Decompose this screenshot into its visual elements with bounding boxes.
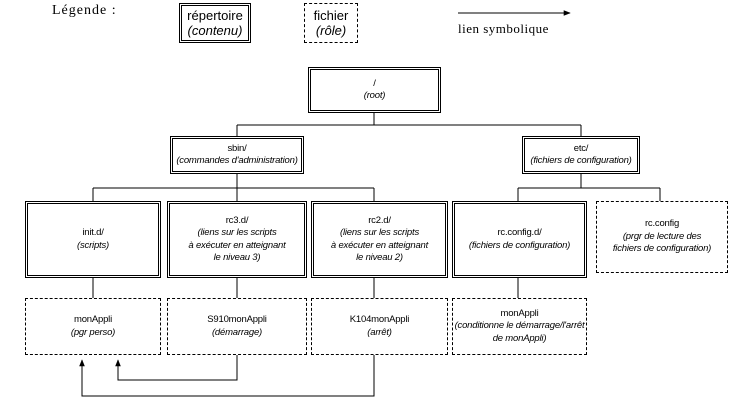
node-role-line: (conditionne le démarrage/l'arrêt xyxy=(454,320,585,332)
node-role: (root) xyxy=(363,90,386,101)
node-role-line: à exécuter en atteignant xyxy=(188,239,286,251)
node-name: sbin/ xyxy=(227,142,247,154)
node-s910monappli: S910monAppli (démarrage) xyxy=(167,298,307,355)
legend-file-box: fichier (rôle) xyxy=(304,3,358,43)
node-role-line: à exécuter en atteignant xyxy=(330,239,429,251)
symlink-s910-to-monappli xyxy=(115,355,238,381)
node-role-line: fichiers de configuration) xyxy=(612,243,712,255)
node-rcconfig: rc.config (prgr de lecture des fichiers … xyxy=(596,201,728,273)
node-role: (fichiers de configuration) xyxy=(530,155,632,166)
node-role: (démarrage) xyxy=(211,326,263,338)
node-role: (commandes d'administration) xyxy=(176,155,298,166)
node-name: S910monAppli xyxy=(207,314,267,325)
node-name: K104monAppli xyxy=(349,314,410,325)
node-name: monAppli xyxy=(73,314,112,325)
node-initd: init.d/ (scripts) xyxy=(25,201,161,278)
node-k104monappli: K104monAppli (arrêt) xyxy=(311,298,448,355)
node-rc3d: rc3.d/ (liens sur les scripts à exécuter… xyxy=(167,201,307,278)
node-role-line: le niveau 2) xyxy=(356,252,403,263)
tree-lines xyxy=(92,113,661,298)
node-name: rc3.d/ xyxy=(225,214,249,226)
node-role: (fichiers de configuration) xyxy=(468,239,571,251)
node-rc2d: rc2.d/ (liens sur les scripts à exécuter… xyxy=(311,201,448,278)
node-sbin: sbin/ (commandes d'administration) xyxy=(170,136,304,174)
node-root: / (root) xyxy=(308,67,441,113)
legend-directory-role: (contenu) xyxy=(187,23,243,38)
legend-file-name: fichier xyxy=(313,8,349,23)
node-role-line: (prgr de lecture des xyxy=(622,230,702,242)
node-rcconfigd: rc.config.d/ (fichiers de configuration) xyxy=(452,201,587,278)
node-name: etc/ xyxy=(573,142,589,154)
node-name: rc2.d/ xyxy=(368,214,391,226)
node-role: (scripts) xyxy=(77,239,109,251)
legend-file-role: (rôle) xyxy=(315,23,347,38)
node-role-line: (liens sur les scripts xyxy=(197,227,277,238)
legend-directory-name: répertoire xyxy=(187,8,243,23)
node-role-line: (liens sur les scripts xyxy=(339,227,419,238)
node-role-line: de monAppli) xyxy=(492,332,547,344)
node-role: (arrêt) xyxy=(367,326,392,338)
node-name: / xyxy=(373,77,376,89)
node-role-line: le niveau 3) xyxy=(213,252,261,263)
node-monappli-rcconfigd: monAppli (conditionne le démarrage/l'arr… xyxy=(452,298,587,355)
legend-link-label: lien symbolique xyxy=(458,21,549,36)
legend-title: Légende : xyxy=(52,3,117,18)
node-etc: etc/ (fichiers de configuration) xyxy=(522,136,640,174)
node-name: monAppli xyxy=(500,307,539,319)
node-name: rc.config xyxy=(644,218,680,230)
node-name: init.d/ xyxy=(82,227,104,238)
legend-directory-box: répertoire (contenu) xyxy=(179,3,251,43)
node-monappli-initd: monAppli (pgr perso) xyxy=(25,298,161,355)
symlink-k104-to-monappli xyxy=(79,355,375,397)
node-role: (pgr perso) xyxy=(70,326,116,338)
node-name: rc.config.d/ xyxy=(497,227,542,238)
